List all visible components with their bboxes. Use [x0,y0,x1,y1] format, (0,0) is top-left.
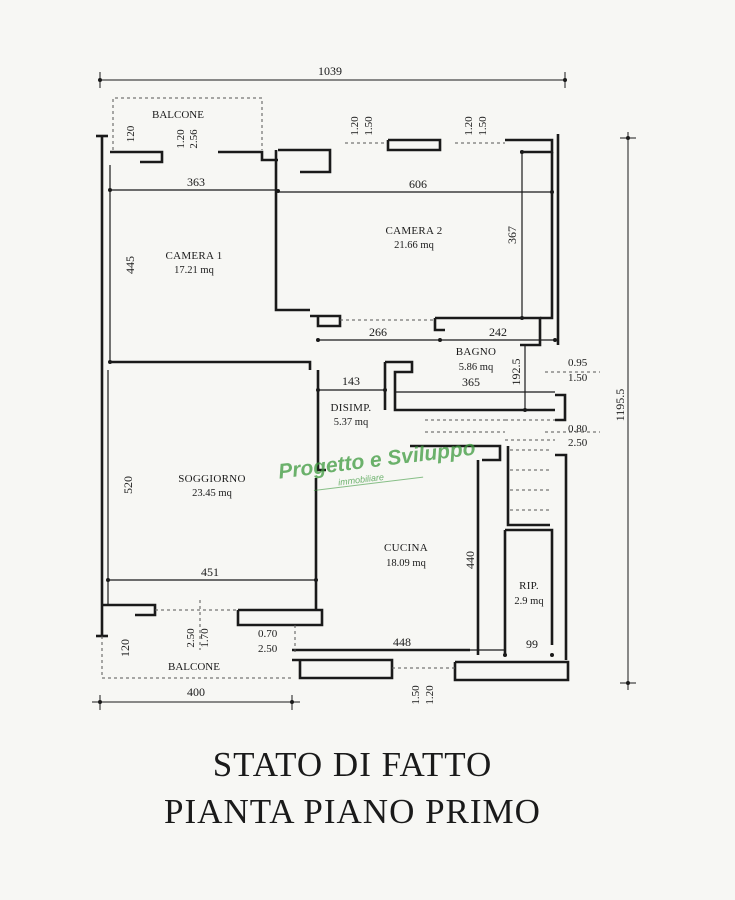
door-w: 2.50 [258,643,278,655]
room-cucina-area: 18.09 mq [386,558,426,569]
bagno-window-h: 0.95 [568,357,588,369]
rip-width: 99 [526,637,538,651]
cucina-window-w: 1.20 [424,685,436,705]
stair-hatch [425,419,552,511]
cucina-width: 448 [393,635,411,649]
cucina-window-h: 1.50 [410,685,422,705]
room-rip-name: RIP. [519,580,539,592]
cucina-height: 440 [463,551,477,569]
right-window-w: 2.50 [568,437,588,449]
bagno-window-w: 1.50 [568,372,588,384]
room-disimp-name: DISIMP. [331,402,372,414]
door-h: 0.70 [258,628,278,640]
camera1-width: 363 [187,175,205,189]
bottom-balcony-label: BALCONE [168,661,220,673]
bottom-window-h: 2.50 [185,628,197,648]
room-camera2-name: CAMERA 2 [385,225,442,237]
top-balcony-window-h: 1.20 [175,129,187,149]
overall-width-label: 1039 [318,64,342,78]
watermark: Progetto e Sviluppo immobiliare [277,437,477,491]
overall-height-label: 1195.5 [613,389,627,422]
soggiorno-height: 520 [121,476,135,494]
window2-w: 1.50 [477,116,489,136]
top-balcony-depth: 120 [125,125,137,142]
room-disimp-area: 5.37 mq [334,417,369,428]
walls [96,134,570,682]
room-soggiorno-area: 23.45 mq [192,488,232,499]
room-camera2-area: 21.66 mq [394,240,434,251]
camera2-width: 606 [409,177,427,191]
room-camera1-area: 17.21 mq [174,265,214,276]
disimp-width: 143 [342,374,360,388]
room-bagno-area: 5.86 mq [459,362,494,373]
bottom-balcony: BALCONE 400 [92,636,300,710]
room-bagno-name: BAGNO [456,346,497,358]
bottom-balcony-depth: 120 [118,639,132,657]
window2-h: 1.20 [463,116,475,136]
room-rip-area: 2.9 mq [514,596,544,607]
room-labels: CAMERA 1 17.21 mq CAMERA 2 21.66 mq BAGN… [165,225,544,607]
window1-w: 1.50 [363,116,375,136]
room-soggiorno-name: SOGGIORNO [178,473,245,485]
top-balcony-label: BALCONE [152,109,204,121]
window1-h: 1.20 [349,116,361,136]
floor-plan: 1039 1195.5 BALCONE 120 1.20 2.56 1.20 1… [92,64,636,710]
bagno-height: 192.5 [509,359,523,386]
bottom-balcony-width: 400 [187,685,205,699]
room-camera1-name: CAMERA 1 [165,250,222,262]
dimension-labels: 363 606 445 367 266 242 143 365 192.5 0.… [118,175,588,705]
top-balcony: BALCONE 120 1.20 2.56 [112,97,263,150]
camera2-bottom-width: 266 [369,325,387,339]
camera1-height: 445 [123,256,137,274]
overall-height-dimension: 1195.5 [613,132,636,690]
overall-width-dimension: 1039 [98,64,567,88]
right-window-h: 0.80 [568,423,588,435]
camera2-height: 367 [505,226,519,244]
top-balcony-window-w: 2.56 [188,129,200,149]
top-windows: 1.20 1.50 1.20 1.50 [345,116,505,144]
bagno-width: 365 [462,375,480,389]
interior-dimension-lines [106,150,600,669]
soggiorno-width: 451 [201,565,219,579]
room-cucina-name: CUCINA [384,542,428,554]
title-line-2: PIANTA PIANO PRIMO [164,792,541,831]
bottom-window-w: 1.70 [199,628,211,648]
bagno-top-width: 242 [489,325,507,339]
title-line-1: STATO DI FATTO [212,745,493,784]
